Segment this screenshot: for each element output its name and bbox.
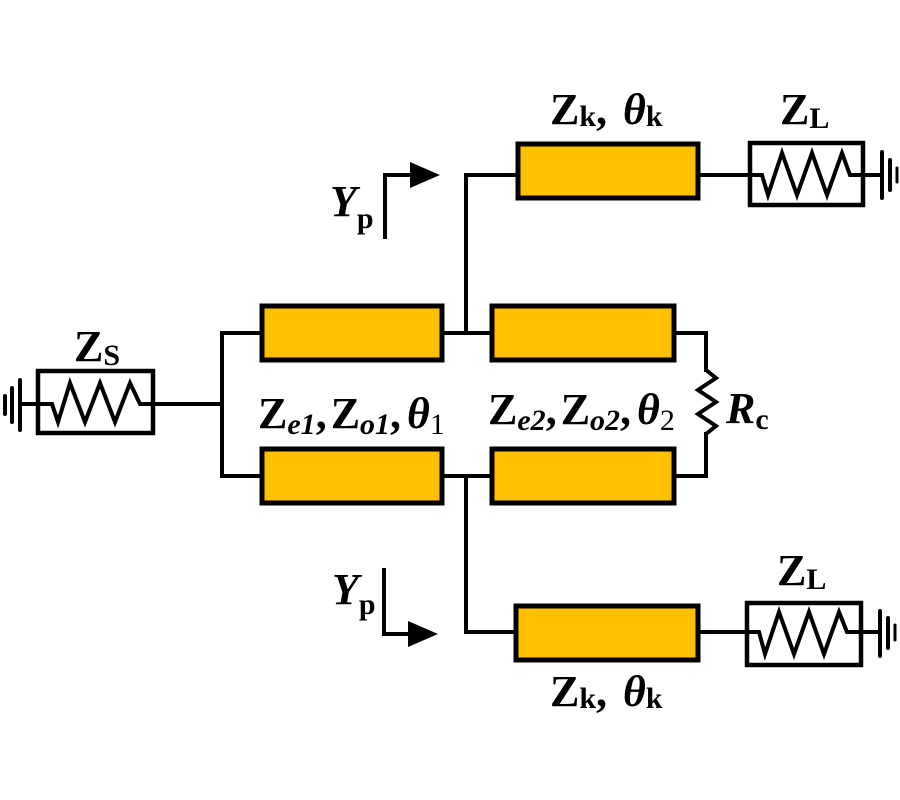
coupled-line-1-lower [259,446,445,506]
rc-bottom-wire [672,432,708,478]
admittance-bottom-label: Yp [332,565,376,621]
coupled-line-2-upper [489,303,677,363]
coupled-line-2-lower [489,446,677,506]
load-bottom [744,600,864,668]
source-ground-icon [3,378,22,432]
stub-bottom-label: Zk,θk [550,667,663,716]
bottom-output-wire [464,474,518,634]
output-line-top [515,141,701,201]
coupled-line-1-upper [259,303,445,363]
admittance-arrow-bottom-icon [382,568,438,647]
top-output-wire [464,173,520,335]
admittance-arrow-top-icon [383,162,440,239]
isolation-resistor [694,368,720,436]
source-impedance [35,368,156,436]
output-line-bottom [513,603,701,663]
rc-top-wire [672,331,708,372]
source-impedance-label: ZS [74,322,120,372]
load-bottom-label: ZL [777,546,826,596]
stub-top-label: Zk,θk [550,85,663,134]
coupled-line-1-label: Ze1,Zo1,θ1 [258,389,445,441]
bottom-ground-icon [878,609,897,658]
top-ground-icon [880,150,899,200]
load-top-label: ZL [780,85,829,135]
load-top [747,140,866,208]
admittance-top-label: Yp [330,177,374,235]
isolation-resistor-label: Rc [725,384,769,436]
coupled-line-2-label: Ze2,Zo2,θ2 [488,385,675,437]
